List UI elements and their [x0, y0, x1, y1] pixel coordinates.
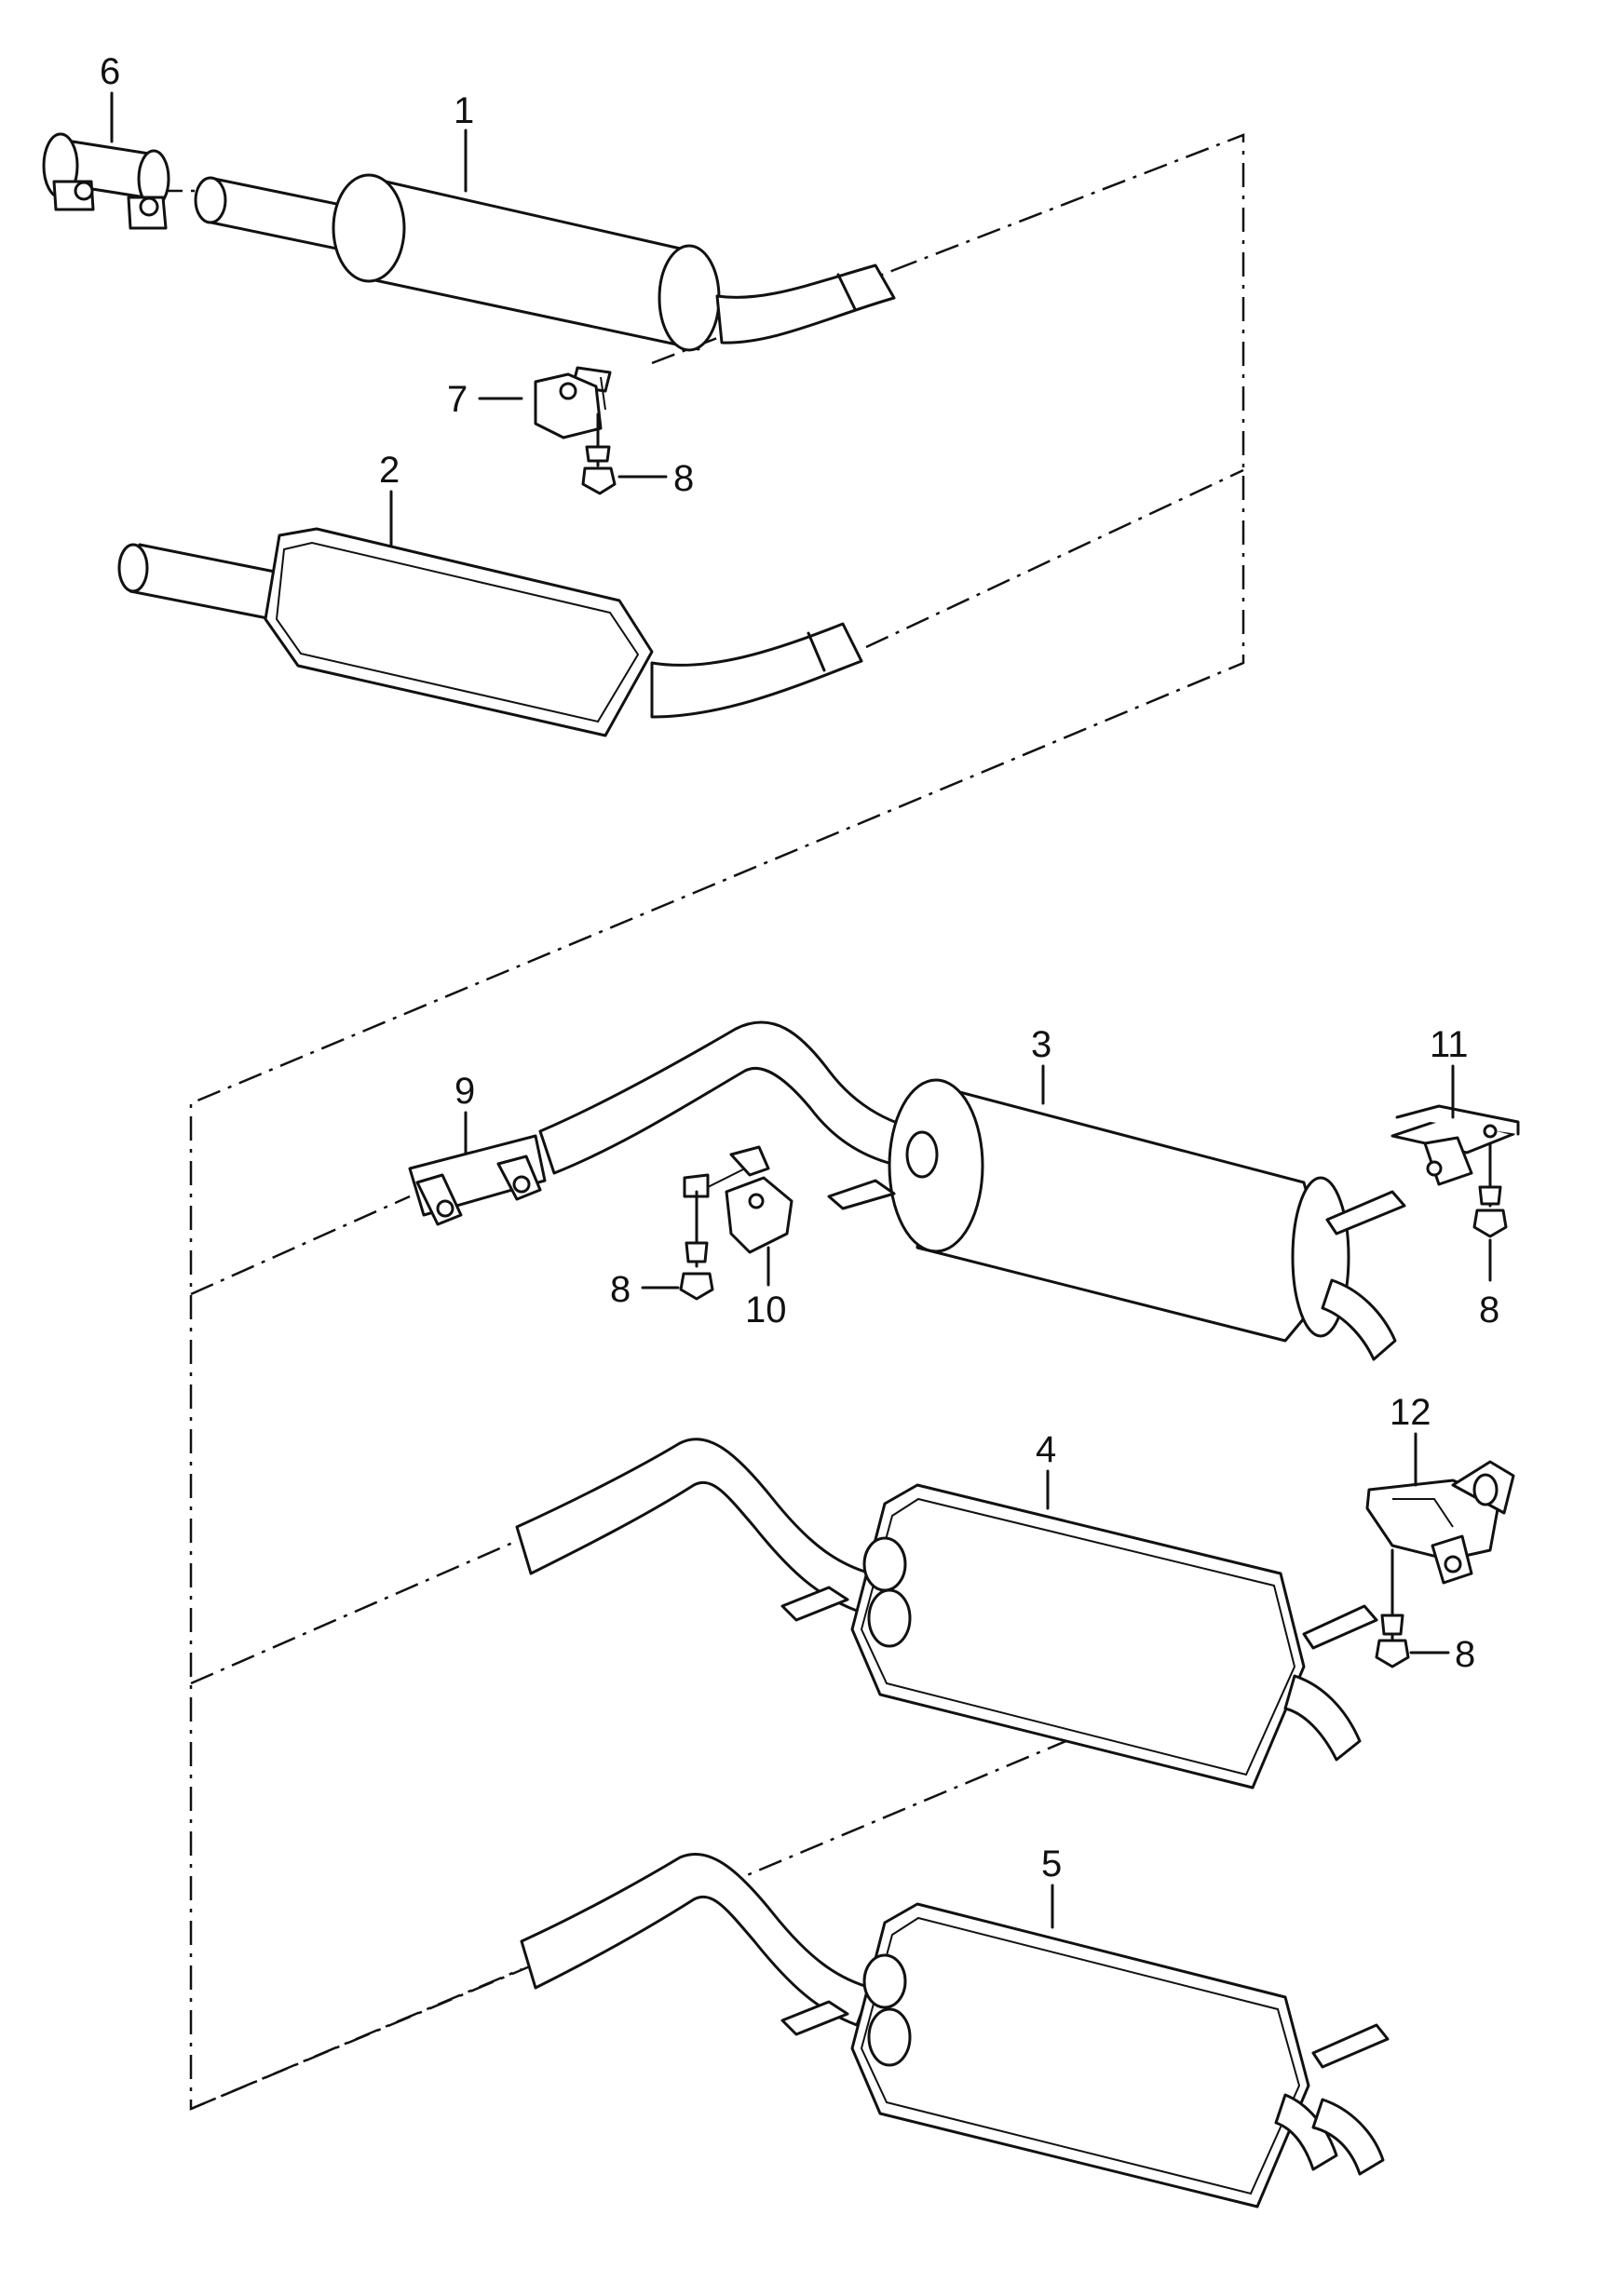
callout-8-left: 8 [610, 1269, 631, 1310]
callout-12: 12 [1390, 1392, 1431, 1433]
callout-8-lower: 8 [1455, 1634, 1475, 1675]
part-11-hanger [1390, 1064, 1520, 1186]
callout-6: 6 [100, 51, 120, 92]
callout-4: 4 [1036, 1429, 1056, 1470]
callout-3: 3 [1031, 1024, 1051, 1065]
part-8-bolt-lower [1375, 1548, 1450, 1668]
callout-11: 11 [1430, 1024, 1469, 1065]
part-1-front-silencer [194, 128, 896, 352]
part-8-bolt-right [1472, 1141, 1508, 1282]
part-8-bolt-left [641, 1190, 714, 1301]
callout-2: 2 [379, 450, 400, 491]
callout-8-right: 8 [1479, 1290, 1499, 1330]
part-7-hanger [478, 366, 612, 439]
callout-8-top: 8 [673, 458, 694, 499]
assembly-guide-lines [158, 133, 1245, 2111]
part-5-rear-silencer [520, 1852, 1390, 2208]
callout-1: 1 [454, 90, 474, 131]
callout-10: 10 [745, 1290, 787, 1330]
part-4-rear-silencer [515, 1438, 1378, 1790]
part-2-front-silencer [117, 490, 863, 737]
part-6-pipe-clamp [42, 91, 170, 230]
part-3-rear-silencer [538, 1020, 1406, 1361]
part-8-bolt-top [581, 412, 668, 495]
part-9-pipe-clamp [408, 1111, 547, 1226]
part-12-hanger [1365, 1432, 1515, 1585]
part-10-hanger [683, 1145, 793, 1287]
callout-9: 9 [454, 1071, 475, 1112]
callout-labels: 6 1 7 8 2 9 3 11 8 10 8 4 12 8 5 [100, 51, 1499, 1884]
callout-5: 5 [1041, 1844, 1062, 1884]
callout-7: 7 [447, 379, 468, 420]
